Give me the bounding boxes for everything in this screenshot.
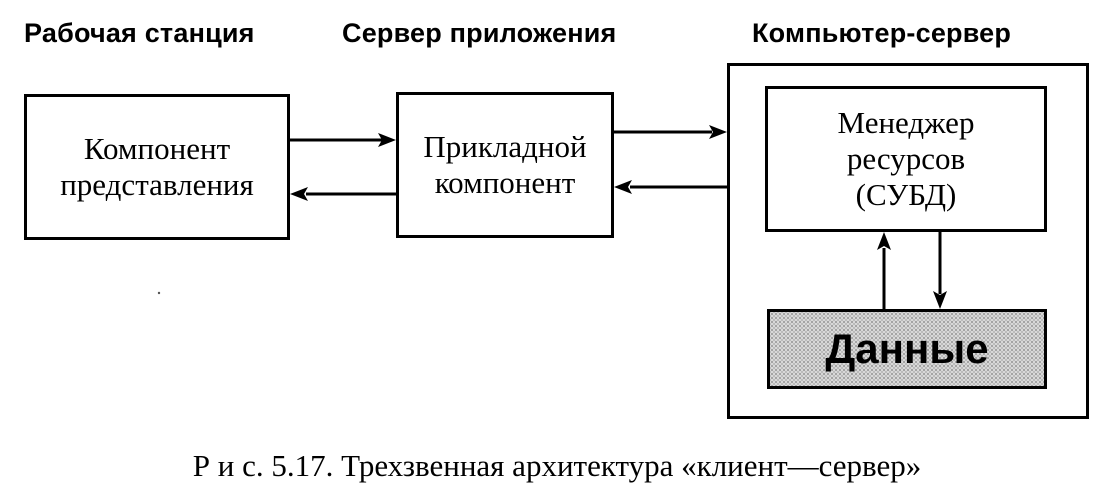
data-store-label: Данные xyxy=(825,325,989,372)
presentation-line-1: Компонент xyxy=(83,131,231,166)
db-server-container xyxy=(727,63,1089,419)
arrowhead-left-icon xyxy=(290,187,308,201)
arrowhead-up-icon xyxy=(877,232,891,250)
resource-manager-line-2: ресурсов xyxy=(846,141,966,176)
scan-speck xyxy=(157,291,161,295)
arrowhead-right-icon xyxy=(378,133,396,147)
resource-manager-box: Менеджер ресурсов (СУБД) xyxy=(765,86,1047,232)
arrowhead-right-icon xyxy=(709,125,727,139)
workstation-header: Рабочая станция xyxy=(24,18,255,48)
application-component-box: Прикладной компонент xyxy=(396,92,614,238)
application-line-1: Прикладной xyxy=(423,129,587,164)
figure-caption: Р и с. 5.17. Трехзвенная архитектура «кл… xyxy=(192,448,922,483)
resource-manager-line-3: (СУБД) xyxy=(855,177,957,212)
arrowhead-left-icon xyxy=(614,180,632,194)
db-server-header: Компьютер-сервер xyxy=(752,18,1012,48)
application-line-2: компонент xyxy=(434,165,576,200)
presentation-line-2: представления xyxy=(60,167,254,202)
arrowhead-down-icon xyxy=(933,291,947,309)
data-store-box: Данные xyxy=(767,309,1047,389)
presentation-component-box: Компонент представления xyxy=(24,94,290,240)
resource-manager-line-1: Менеджер xyxy=(837,105,975,140)
app-server-header: Сервер приложения xyxy=(342,18,617,48)
